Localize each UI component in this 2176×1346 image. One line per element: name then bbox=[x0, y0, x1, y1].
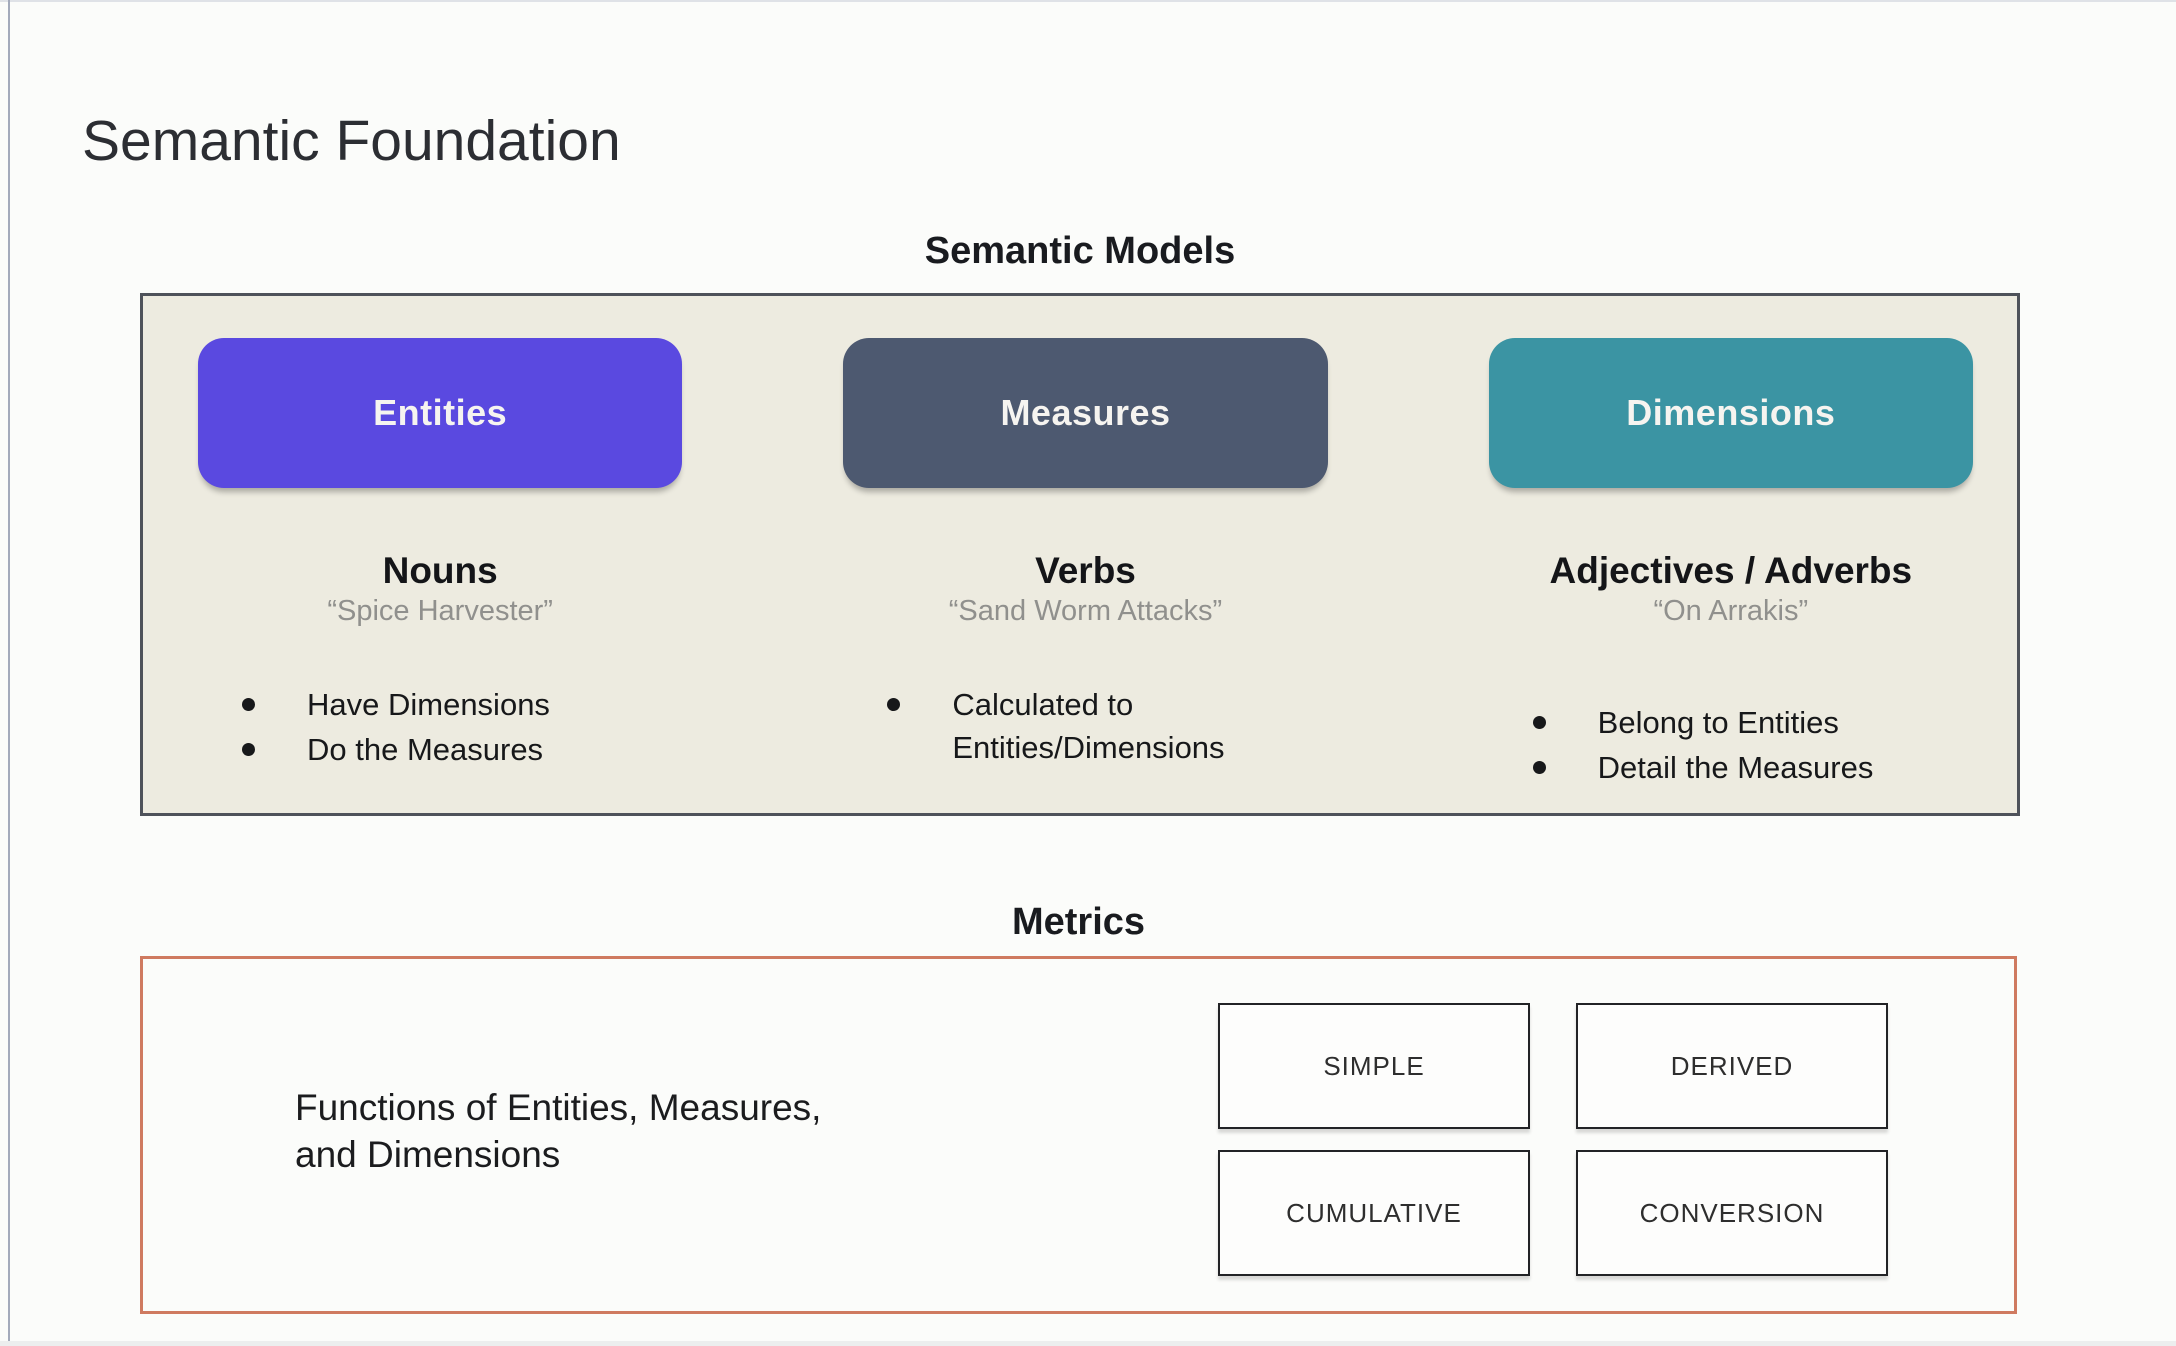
dimensions-part-of-speech: Adjectives / Adverbs bbox=[1549, 550, 1913, 591]
bullet-item: Calculated to Entities/Dimensions bbox=[887, 684, 1225, 770]
bullet-item: Detail the Measures bbox=[1532, 747, 1873, 790]
slide-bottom-edge bbox=[0, 1341, 2176, 1346]
measures-part-of-speech: Verbs bbox=[1035, 550, 1136, 591]
dimensions-example-quote: “On Arrakis” bbox=[1653, 595, 1809, 627]
metrics-description: Functions of Entities, Measures, and Dim… bbox=[295, 1087, 822, 1175]
bullet-dot-icon bbox=[887, 697, 901, 711]
metric-type-cumulative: CUMULATIVE bbox=[1218, 1150, 1530, 1276]
entities-example-quote: “Spice Harvester” bbox=[327, 595, 553, 627]
entities-part-of-speech: Nouns bbox=[382, 550, 498, 591]
semantic-models-panel: Entities Nouns “Spice Harvester” Have Di… bbox=[140, 293, 2020, 816]
slide-left-edge bbox=[8, 0, 10, 1346]
metric-type-conversion: CONVERSION bbox=[1576, 1150, 1888, 1276]
metrics-panel: Functions of Entities, Measures, and Dim… bbox=[140, 956, 2017, 1314]
bullet-item: Belong to Entities bbox=[1532, 702, 1874, 745]
metrics-heading: Metrics bbox=[1011, 901, 1146, 943]
measures-example-quote: “Sand Worm Attacks” bbox=[948, 595, 1223, 627]
dimensions-column: Dimensions Adjectives / Adverbs “On Arra… bbox=[1488, 338, 1973, 813]
entities-column: Entities Nouns “Spice Harvester” Have Di… bbox=[198, 338, 683, 813]
slide-top-edge bbox=[0, 0, 2176, 2]
bullet-dot-icon bbox=[1532, 715, 1546, 729]
dimensions-button: Dimensions bbox=[1488, 338, 1973, 488]
metric-type-simple: SIMPLE bbox=[1218, 1003, 1530, 1129]
entities-bullet-list: Have Dimensions Do the Measures bbox=[242, 684, 550, 772]
dimensions-bullet-list: Belong to Entities Detail the Measures bbox=[1532, 702, 1874, 790]
semantic-models-heading: Semantic Models bbox=[924, 230, 1236, 272]
measures-bullet-list: Calculated to Entities/Dimensions bbox=[887, 684, 1225, 770]
measures-button: Measures bbox=[843, 338, 1328, 488]
metric-type-derived: DERIVED bbox=[1576, 1003, 1888, 1129]
slide-title: Semantic Foundation bbox=[82, 109, 621, 174]
entities-button: Entities bbox=[198, 338, 683, 488]
bullet-item: Do the Measures bbox=[242, 729, 550, 772]
measures-column: Measures Verbs “Sand Worm Attacks” Calcu… bbox=[843, 338, 1328, 813]
bullet-dot-icon bbox=[1532, 760, 1546, 774]
bullet-dot-icon bbox=[242, 697, 255, 711]
bullet-dot-icon bbox=[242, 742, 255, 756]
bullet-item: Have Dimensions bbox=[242, 684, 550, 727]
